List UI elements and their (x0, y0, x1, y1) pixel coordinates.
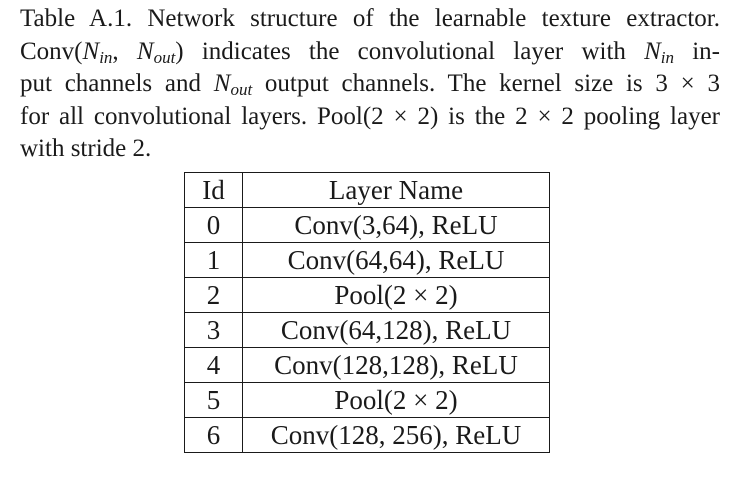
table-caption: Table A.1. Network structure of the lear… (20, 3, 720, 166)
cell-id: 5 (184, 382, 243, 418)
cell-layer-name: Pool(2 × 2) (242, 382, 550, 418)
cell-id: 3 (184, 312, 243, 348)
caption-text: , (112, 37, 137, 65)
caption-line-2: Conv(Nin, Nout) indicates the convolutio… (20, 36, 720, 69)
cell-id: 2 (184, 277, 243, 313)
cell-id: 1 (184, 242, 243, 278)
cell-layer-name: Conv(64,64), ReLU (242, 242, 550, 278)
caption-line-4: for all convolutional layers. Pool(2 × 2… (20, 102, 720, 130)
cell-layer-name: Conv(128, 256), ReLU (242, 417, 550, 453)
table-row: 6 Conv(128, 256), ReLU (184, 417, 550, 453)
table-row: 4 Conv(128,128), ReLU (184, 347, 550, 383)
math-symbol: N (82, 37, 100, 65)
table-row: 1 Conv(64,64), ReLU (184, 242, 550, 278)
cell-layer-name: Conv(3,64), ReLU (242, 207, 550, 243)
cell-id: 6 (184, 417, 243, 453)
table-row: 3 Conv(64,128), ReLU (184, 312, 550, 348)
caption-text: in- (674, 37, 720, 65)
table-header-row: Id Layer Name (184, 172, 550, 208)
table-row: 0 Conv(3,64), ReLU (184, 207, 550, 243)
network-structure-table: Id Layer Name 0 Conv(3,64), ReLU 1 Conv(… (184, 172, 550, 453)
table-row: 5 Pool(2 × 2) (184, 382, 550, 418)
caption-line-1: Table A.1. Network structure of the lear… (20, 5, 720, 32)
header-id: Id (184, 172, 243, 208)
caption-line-3: put channels and Nout output channels. T… (20, 68, 720, 101)
cell-layer-name: Conv(64,128), ReLU (242, 312, 550, 348)
math-symbol: N (136, 37, 154, 65)
math-subscript: in (660, 47, 675, 67)
math-symbol: N (644, 37, 661, 65)
cell-id: 0 (184, 207, 243, 243)
caption-text: output channels. The kernel size is 3 × … (252, 70, 720, 97)
math-symbol: N (213, 70, 231, 97)
caption-text: ) indicates the convolutional layer with (175, 37, 645, 65)
cell-layer-name: Conv(128,128), ReLU (242, 347, 550, 383)
math-subscript: out (230, 80, 253, 99)
cell-layer-name: Pool(2 × 2) (242, 277, 550, 313)
caption-text: put channels and (20, 70, 214, 97)
table-row: 2 Pool(2 × 2) (184, 277, 550, 313)
caption-text: Conv( (20, 37, 83, 65)
caption-line-5: with stride 2. (20, 135, 152, 162)
header-layer-name: Layer Name (242, 172, 550, 208)
math-subscript: out (153, 47, 176, 67)
math-subscript: in (99, 47, 113, 67)
cell-id: 4 (184, 347, 243, 383)
